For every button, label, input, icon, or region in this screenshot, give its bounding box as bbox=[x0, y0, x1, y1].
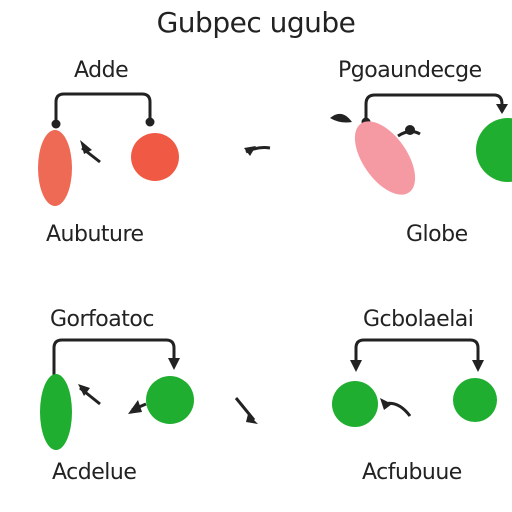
panel-4-connector-bracket bbox=[354, 338, 480, 362]
panel-1-connector-bracket bbox=[54, 92, 152, 124]
panel-2-pink-ellipse bbox=[354, 121, 416, 195]
panel-1-red-ellipse bbox=[38, 130, 72, 206]
panel-2-bottom-label: Globe bbox=[406, 222, 468, 247]
diagram-title: Gubpec ugube bbox=[156, 6, 356, 39]
panel-3-connector-bracket bbox=[52, 338, 176, 378]
bottom-transition-arrow-head bbox=[246, 414, 258, 424]
panel-2-connector-bracket bbox=[364, 93, 504, 122]
panel-3-bottom-label: Acdelue bbox=[52, 460, 137, 485]
panel-3-green-circle bbox=[146, 376, 194, 424]
panel-1-bracket-endpoint-left bbox=[51, 119, 61, 129]
panel-4-bracket-arrow-head-right bbox=[472, 360, 484, 372]
panel-3-arrow-right-head bbox=[128, 400, 142, 414]
panel-2-top-label: Pgoaundecge bbox=[338, 58, 482, 83]
panel-2-bracket-arrow-head bbox=[496, 104, 508, 114]
panel-4-bracket-arrow-head-left bbox=[350, 360, 362, 372]
panel-3-bracket-arrow-head bbox=[168, 358, 180, 370]
panel-2-small-dot bbox=[405, 125, 415, 135]
panel-3-green-ellipse bbox=[40, 374, 72, 450]
panel-1-bottom-label: Aubuture bbox=[46, 222, 144, 247]
bottom-transition-arrow bbox=[234, 397, 256, 421]
panel-2-green-circle bbox=[476, 118, 512, 182]
panel-3-arrow-left-head bbox=[78, 384, 90, 396]
panel-1-top-label: Adde bbox=[74, 58, 129, 83]
panel-4-green-circle-right bbox=[453, 378, 497, 422]
panel-3-top-label: Gorfoatoc bbox=[50, 307, 154, 332]
panel-4-small-arrow-head bbox=[380, 398, 392, 410]
panel-4-green-circle-left bbox=[332, 381, 378, 427]
panel-4-top-label: Gcbolaelai bbox=[363, 307, 474, 332]
top-transition-arrow-head bbox=[244, 146, 256, 156]
panel-4-bottom-label: Acfubuue bbox=[362, 460, 462, 485]
panel-2-leaf-mark bbox=[330, 113, 352, 123]
panel-1-small-arrow-head bbox=[80, 140, 92, 154]
panel-1-bracket-endpoint-right bbox=[145, 117, 155, 127]
panel-1-red-circle bbox=[131, 133, 179, 181]
